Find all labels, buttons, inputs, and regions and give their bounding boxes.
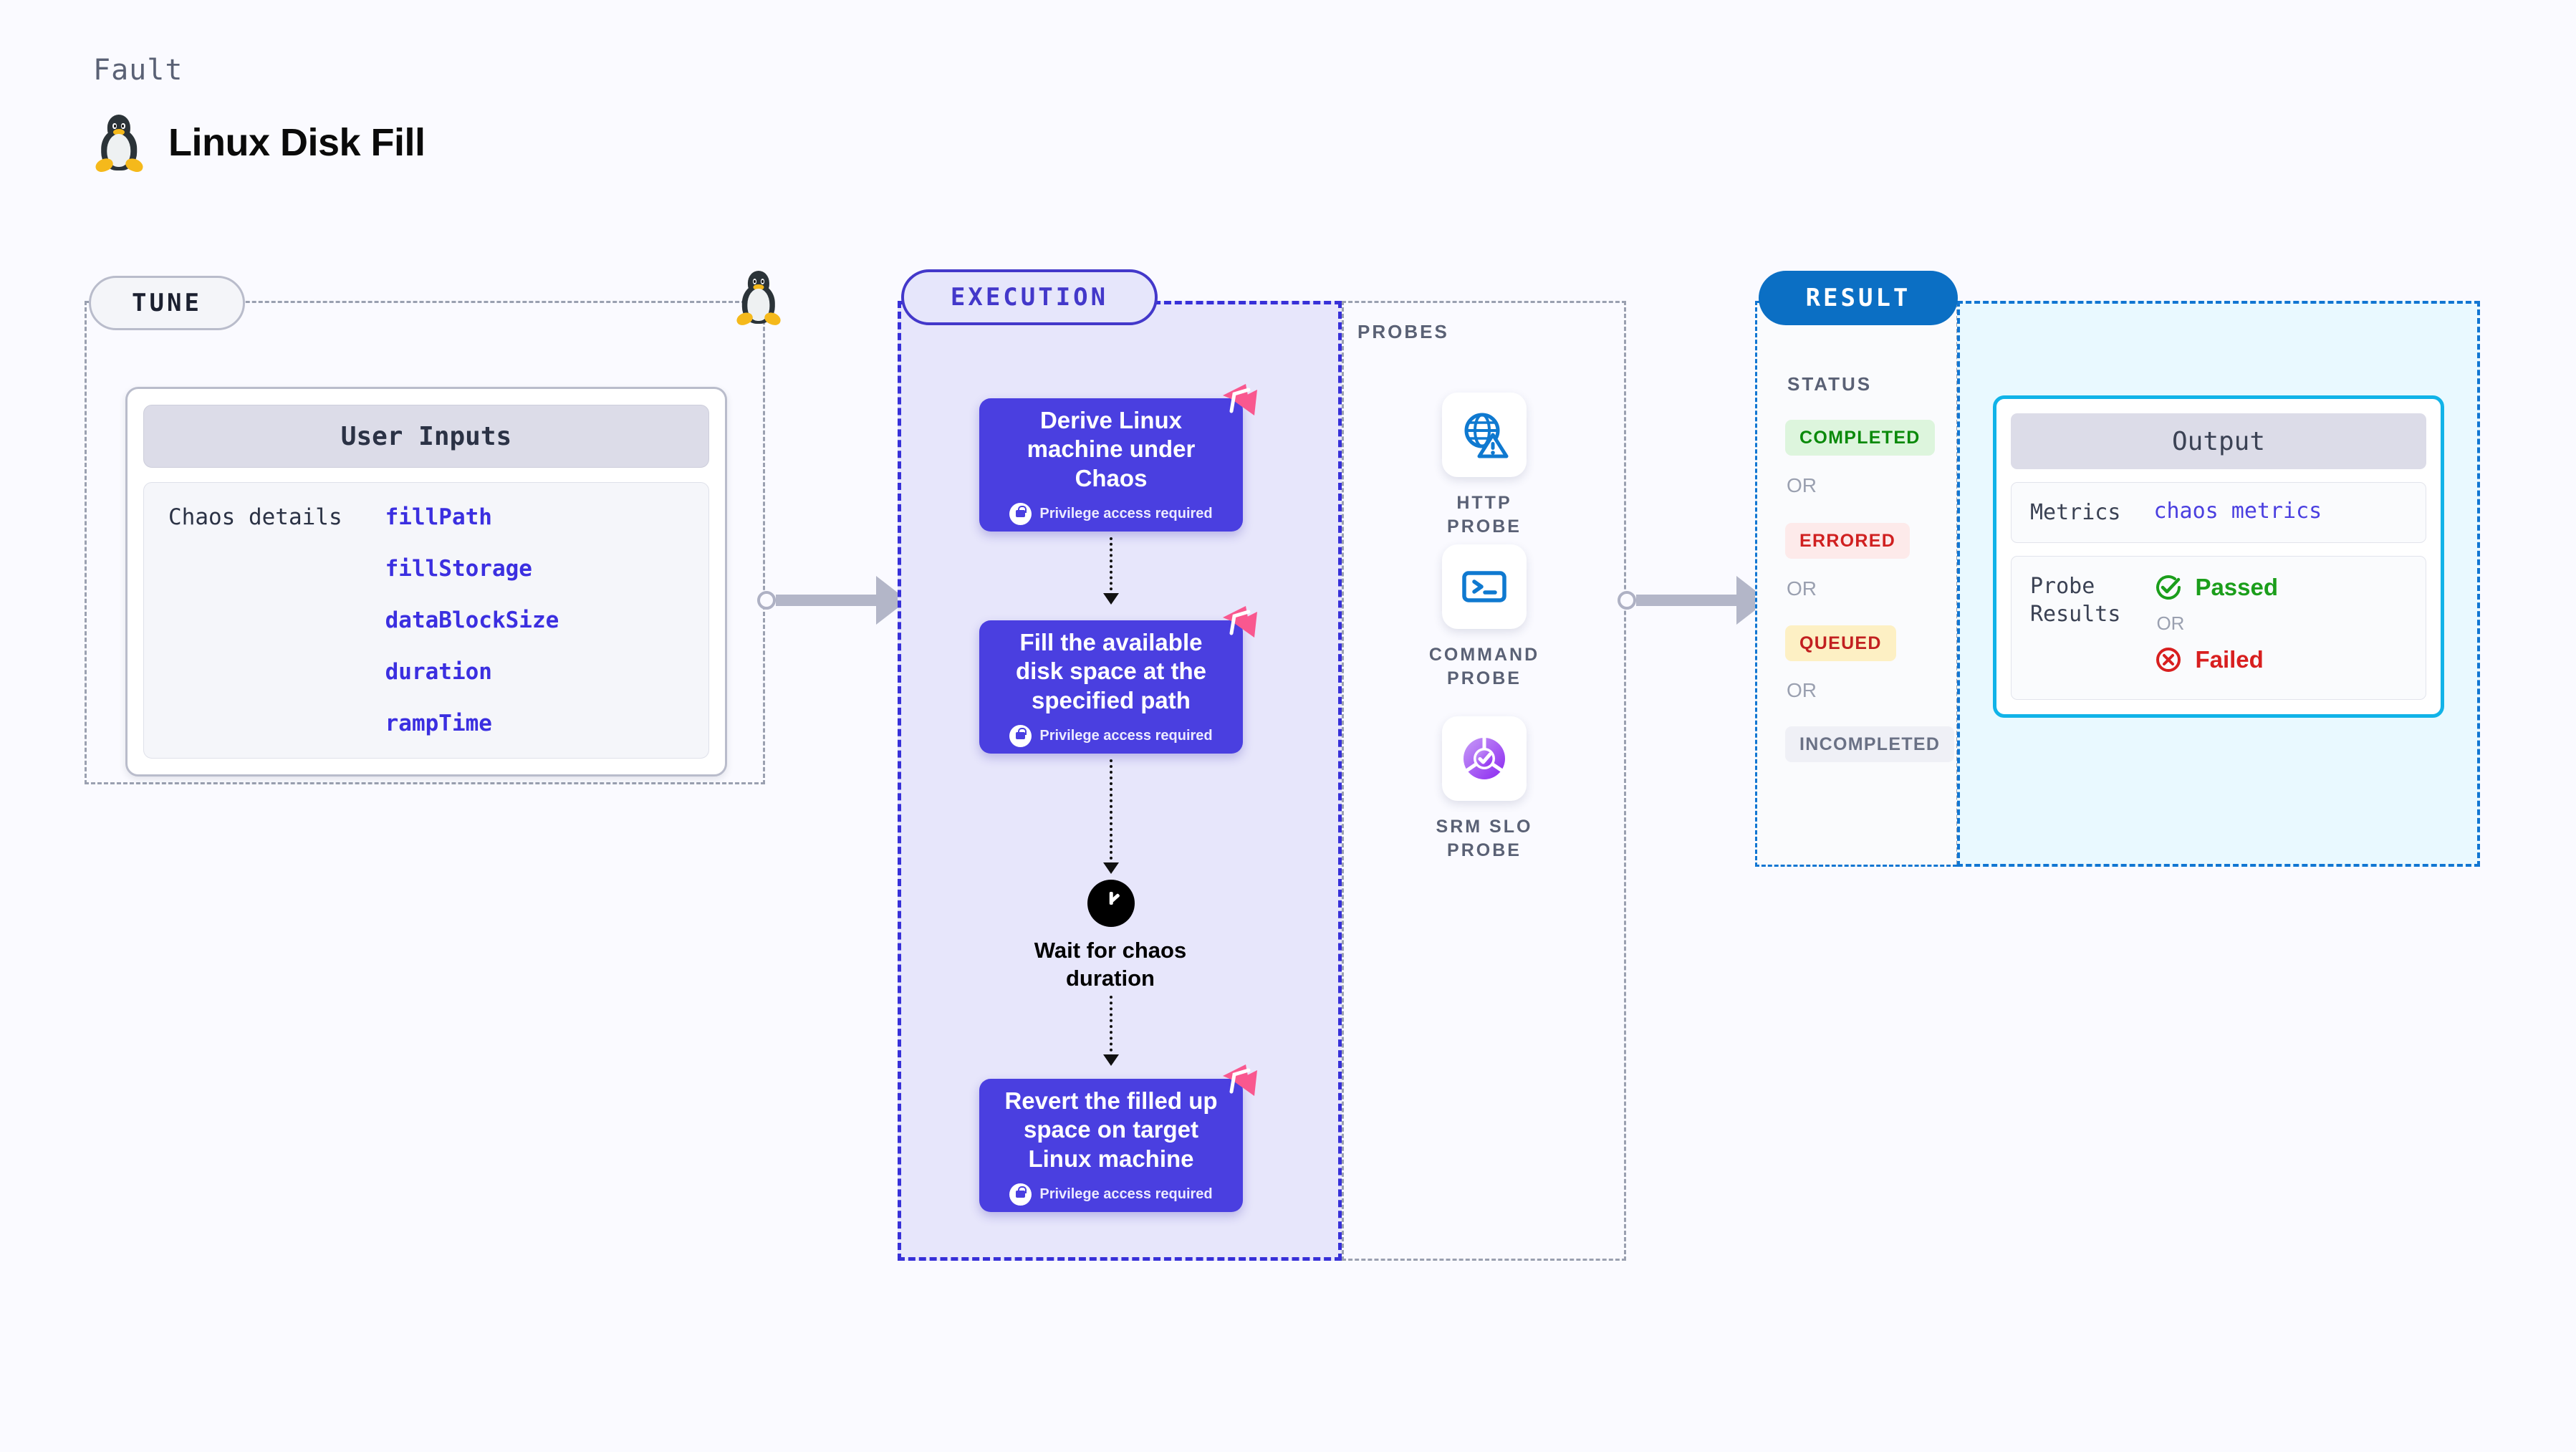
output-card: Output Metrics chaos metrics Probe Resul… — [1993, 395, 2444, 718]
chaos-details-label: Chaos details — [168, 504, 342, 530]
probe-srm-slo[interactable]: SRM SLO PROBE — [1416, 716, 1552, 862]
flow-line-2 — [1110, 759, 1112, 865]
litmus-chaos-icon — [1223, 606, 1257, 638]
connector-start-dot — [757, 591, 776, 610]
probe-failed-label: Failed — [2195, 646, 2264, 673]
result-status-region — [1755, 301, 1959, 867]
probe-icon-wrap — [1442, 716, 1527, 801]
tune-linux-penguin-icon — [734, 271, 783, 328]
param-datablocksize[interactable]: dataBlockSize — [385, 607, 559, 633]
execution-node-revert[interactable]: Revert the filled up space on target Lin… — [979, 1064, 1257, 1212]
status-badge-completed: COMPLETED — [1785, 420, 1935, 456]
clock-icon — [1087, 880, 1135, 927]
probe-label: SRM SLO PROBE — [1436, 817, 1533, 860]
page-title-row: Linux Disk Fill — [93, 115, 426, 175]
status-badge-queued: QUEUED — [1785, 625, 1896, 661]
flow-arrow-1 — [1103, 593, 1119, 605]
flow-arrow-3 — [1103, 1054, 1119, 1066]
param-fillstorage[interactable]: fillStorage — [385, 556, 532, 582]
status-badge-errored: ERRORED — [1785, 523, 1911, 559]
node-privilege-row: Privilege access required — [1009, 502, 1213, 525]
param-duration[interactable]: duration — [385, 659, 492, 685]
status-or-3: OR — [1787, 679, 1817, 701]
param-ramptime[interactable]: rampTime — [385, 711, 492, 736]
node-privilege-row: Privilege access required — [1009, 724, 1213, 747]
litmus-chaos-icon — [1223, 384, 1257, 415]
node-privilege-text: Privilege access required — [1039, 1186, 1213, 1202]
probe-label: HTTP PROBE — [1447, 493, 1522, 537]
user-inputs-card: User Inputs Chaos details fillPath fillS… — [125, 387, 727, 777]
terminal-icon — [1462, 571, 1506, 602]
output-heading: Output — [2011, 413, 2426, 469]
probe-or-label: OR — [2156, 612, 2185, 634]
lock-icon — [1009, 502, 1032, 525]
output-metrics-value[interactable]: chaos metrics — [2153, 499, 2322, 524]
user-inputs-body: Chaos details fillPath fillStorage dataB… — [143, 482, 709, 759]
status-title: STATUS — [1787, 373, 1873, 395]
execution-node-derive[interactable]: Derive Linux machine under Chaos Privile… — [979, 384, 1257, 532]
status-or-1: OR — [1787, 474, 1817, 496]
node-privilege-row: Privilege access required — [1009, 1183, 1213, 1206]
check-circle-icon — [2156, 575, 2181, 600]
globe-warning-icon — [1464, 413, 1509, 458]
x-circle-icon — [2156, 648, 2181, 672]
connector-bar — [776, 595, 878, 606]
probe-result-passed: Passed — [2153, 572, 2278, 602]
output-metrics-key: Metrics — [2030, 500, 2121, 525]
probe-command[interactable]: COMMAND PROBE — [1416, 544, 1552, 690]
result-pill[interactable]: RESULT — [1759, 271, 1958, 325]
linux-penguin-icon — [93, 115, 145, 175]
output-probe-results-row: Probe Results Passed OR Failed — [2011, 556, 2426, 700]
litmus-chaos-icon — [1223, 1064, 1257, 1096]
connector-bar — [1636, 595, 1738, 606]
connector-start-dot — [1618, 591, 1636, 610]
probe-http[interactable]: HTTP PROBE — [1416, 393, 1552, 538]
lock-icon — [1009, 724, 1032, 747]
page-title: Linux Disk Fill — [168, 121, 426, 164]
page-kicker: Fault — [93, 54, 183, 87]
output-probe-key: Probe Results — [2030, 574, 2121, 627]
lock-icon — [1009, 1183, 1032, 1206]
node-title: Revert the filled up space on target Lin… — [1004, 1087, 1218, 1172]
slo-donut-check-icon — [1464, 738, 1505, 779]
tune-pill[interactable]: TUNE — [89, 276, 245, 330]
probe-icon-wrap — [1442, 544, 1527, 629]
node-privilege-text: Privilege access required — [1039, 505, 1213, 521]
probe-result-failed: Failed — [2153, 645, 2278, 675]
node-title: Fill the available disk space at the spe… — [1016, 629, 1206, 713]
probe-icon-wrap — [1442, 393, 1527, 477]
flow-arrow-2 — [1103, 862, 1119, 874]
flow-line-1 — [1110, 537, 1112, 596]
flow-line-3 — [1110, 996, 1112, 1057]
execution-node-fill[interactable]: Fill the available disk space at the spe… — [979, 606, 1257, 754]
param-fillpath[interactable]: fillPath — [385, 504, 492, 530]
execution-pill[interactable]: EXECUTION — [901, 269, 1158, 325]
output-metrics-row: Metrics chaos metrics — [2011, 482, 2426, 543]
node-title: Derive Linux machine under Chaos — [1027, 407, 1196, 491]
tune-region — [85, 301, 765, 784]
probes-title: PROBES — [1357, 321, 1449, 342]
status-badge-incompleted: INCOMPLETED — [1785, 726, 1955, 762]
status-or-2: OR — [1787, 577, 1817, 600]
chaos-details-params: fillPath fillStorage dataBlockSize durat… — [385, 504, 559, 736]
probe-label: COMMAND PROBE — [1428, 645, 1540, 688]
user-inputs-heading: User Inputs — [143, 405, 709, 468]
wait-label: Wait for chaos duration — [1034, 938, 1187, 991]
output-probe-values: Passed OR Failed — [2153, 572, 2278, 675]
probe-passed-label: Passed — [2195, 574, 2279, 600]
node-privilege-text: Privilege access required — [1039, 727, 1213, 744]
